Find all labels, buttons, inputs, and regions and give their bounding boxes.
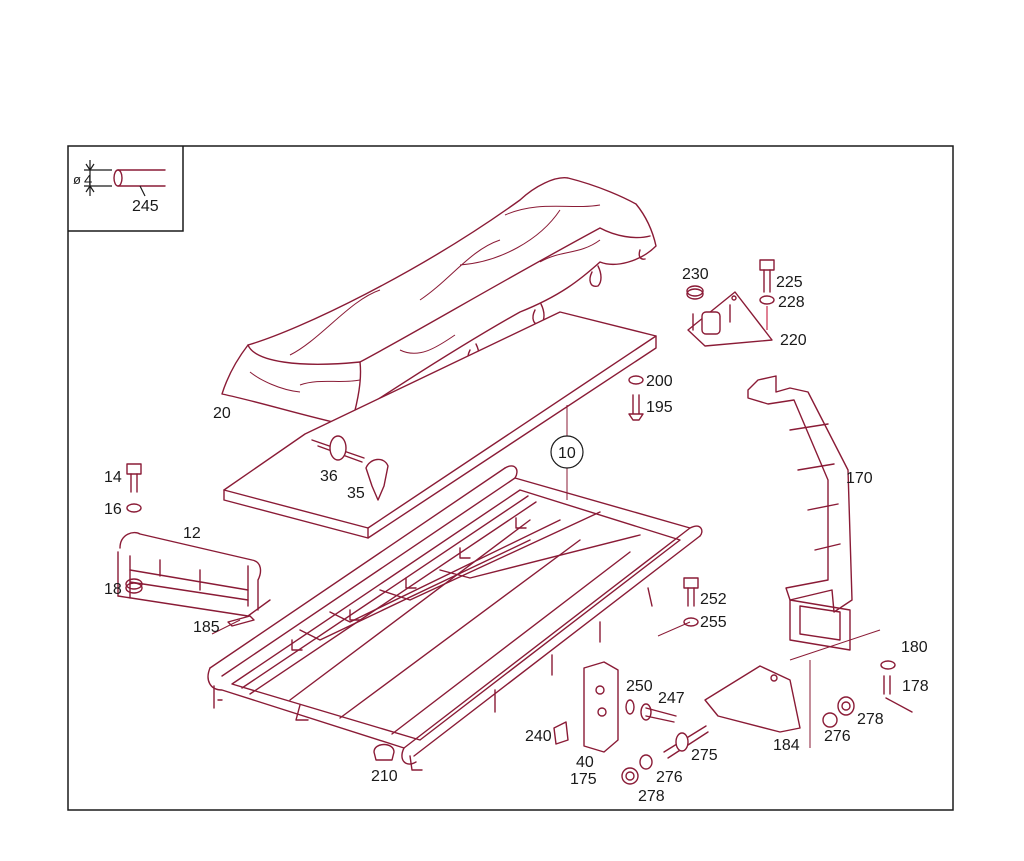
callout-195: 195 <box>646 399 673 416</box>
leader-lines <box>211 619 881 748</box>
callout-labels: 20 10 36 35 14 16 12 18 185 210 230 225 … <box>104 266 929 805</box>
callout-230: 230 <box>682 266 709 283</box>
callout-40: 40 <box>576 754 594 771</box>
inset-tube-detail: ø 4 245 <box>68 146 184 232</box>
floor-panel <box>223 311 657 539</box>
diagram-frame <box>67 145 954 811</box>
callout-178: 178 <box>902 678 929 695</box>
callout-225: 225 <box>776 274 803 291</box>
callout-184: 184 <box>773 737 800 754</box>
callout-278-lower: 278 <box>638 788 665 805</box>
inset-diameter-symbol: ø <box>73 172 81 187</box>
callout-252: 252 <box>700 591 727 608</box>
callout-200: 200 <box>646 373 673 390</box>
callout-36: 36 <box>320 468 338 485</box>
front-guard <box>117 531 271 617</box>
callout-275: 275 <box>691 747 718 764</box>
callout-180: 180 <box>901 639 928 656</box>
callout-35: 35 <box>347 485 365 502</box>
callout-240: 240 <box>525 728 552 745</box>
callout-278-right: 278 <box>857 711 884 728</box>
inset-part-number: 245 <box>132 198 159 215</box>
callout-210: 210 <box>371 768 398 785</box>
callout-170: 170 <box>846 470 873 487</box>
callout-255: 255 <box>700 614 727 631</box>
small-parts <box>125 259 913 785</box>
callout-276-lower: 276 <box>656 769 683 786</box>
rear-ladder <box>747 375 853 651</box>
callout-12: 12 <box>183 525 201 542</box>
mounting-plate <box>704 665 801 733</box>
callout-18: 18 <box>104 581 122 598</box>
callout-228: 228 <box>778 294 805 311</box>
inset-diameter-value: 4 <box>84 172 92 189</box>
roof-rack-frame <box>207 465 703 771</box>
callout-250: 250 <box>626 678 653 695</box>
callout-247: 247 <box>658 690 685 707</box>
bracket-plate <box>687 291 773 347</box>
callout-16: 16 <box>104 501 122 518</box>
callout-14: 14 <box>104 469 122 486</box>
callout-10: 10 <box>558 445 576 462</box>
callout-20: 20 <box>213 405 231 422</box>
callout-circle-10 <box>550 435 584 469</box>
callout-175: 175 <box>570 771 597 788</box>
callout-220: 220 <box>780 332 807 349</box>
callout-276-right: 276 <box>824 728 851 745</box>
callout-185: 185 <box>193 619 220 636</box>
